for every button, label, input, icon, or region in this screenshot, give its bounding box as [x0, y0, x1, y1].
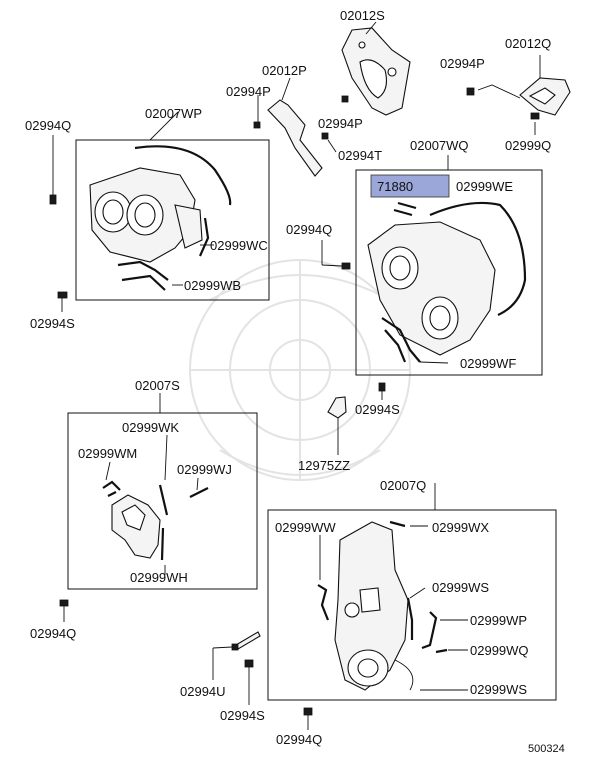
label-02994Q-bl: 02994Q [30, 626, 76, 641]
label-02007WP: 02007WP [145, 106, 202, 121]
cover-02007S[interactable] [111, 494, 161, 559]
label-02994S-bot: 02994S [220, 708, 265, 723]
gasket-02999WB[interactable] [117, 260, 169, 291]
clip-12975ZZ[interactable] [327, 396, 347, 455]
bracket-02012P[interactable] [267, 99, 323, 177]
gasket-02999WH[interactable] [160, 527, 165, 561]
gasket-02007WP[interactable] [134, 145, 232, 206]
gasket-02999WE[interactable] [429, 201, 527, 317]
label-02994S-mid: 02994S [355, 402, 400, 417]
seal-02999Q[interactable] [530, 112, 540, 120]
label-02999WP: 02999WP [470, 613, 527, 628]
label-02999Q: 02999Q [505, 138, 551, 153]
seal-71880[interactable] [393, 201, 417, 217]
label-02999WJ: 02999WJ [177, 462, 232, 477]
gasket-02999WW[interactable] [317, 584, 330, 621]
label-02999WB: 02999WB [184, 278, 241, 293]
bolt-02994S-bot[interactable] [244, 659, 254, 705]
bolt-02994P-a[interactable] [341, 95, 349, 103]
box-lower-left [67, 412, 258, 590]
label-12975ZZ: 12975ZZ [298, 458, 350, 473]
label-02994Q-left: 02994Q [25, 118, 71, 133]
gasket-02999WC[interactable] [198, 217, 210, 257]
label-02994S-left: 02994S [30, 316, 75, 331]
label-02994P-top: 02994P [440, 56, 485, 71]
gasket-02999WM[interactable] [102, 480, 121, 497]
bolt-02994T[interactable] [321, 132, 337, 153]
gasket-02999WS-b[interactable] [394, 659, 414, 691]
gasket-02999WQ[interactable] [435, 648, 448, 654]
label-71880: 71880 [377, 179, 413, 194]
label-02999WK: 02999WK [122, 420, 179, 435]
label-02999WX: 02999WX [432, 520, 489, 535]
timing-cover-02007WP[interactable] [89, 167, 203, 263]
label-02994P-a: 02994P [318, 116, 363, 131]
diagram-reference-number: 500324 [528, 743, 565, 755]
gasket-02999WS-a[interactable] [406, 597, 414, 640]
bolt-02994U[interactable] [212, 631, 261, 680]
bolt-02994S-left[interactable] [57, 291, 68, 312]
gasket-02999WF[interactable] [381, 317, 421, 363]
gasket-02999WJ[interactable] [189, 487, 209, 498]
label-02994Q-mid: 02994Q [286, 222, 332, 237]
bolt-02994Q-bl[interactable] [59, 599, 69, 622]
cover-02007Q[interactable] [334, 521, 409, 691]
gasket-02999WP[interactable] [421, 611, 438, 650]
label-02999WC: 02999WC [210, 238, 268, 253]
label-02007Q: 02007Q [380, 478, 426, 493]
box-lower-right [267, 509, 557, 701]
label-02999WQ: 02999WQ [470, 643, 529, 658]
label-02994Q-bot: 02994Q [276, 732, 322, 747]
bolt-02994Q-mid[interactable] [321, 240, 351, 270]
gasket-02999WX[interactable] [389, 520, 406, 528]
label-02994T: 02994T [338, 148, 382, 163]
label-02999WW: 02999WW [275, 520, 336, 535]
part-71880-highlight[interactable] [370, 174, 450, 198]
bolt-02994Q-bot[interactable] [303, 707, 313, 730]
bolt-02994Q-left[interactable] [49, 135, 57, 205]
watermark-emblem [189, 259, 411, 481]
label-02999WS-a: 02999WS [432, 580, 489, 595]
bracket-02012S[interactable] [341, 27, 411, 116]
timing-cover-02007WQ[interactable] [367, 221, 496, 356]
label-02999WH: 02999WH [130, 570, 188, 585]
box-rear-cover [355, 169, 543, 376]
label-02012P: 02012P [262, 63, 307, 78]
bolt-02994S-mid[interactable] [378, 382, 386, 400]
label-02012Q: 02012Q [505, 36, 551, 51]
label-02007S: 02007S [135, 378, 180, 393]
bolt-02994P-top[interactable] [466, 87, 475, 96]
bolt-02994P-b[interactable] [253, 121, 261, 129]
label-02994U: 02994U [180, 684, 226, 699]
label-02012S: 02012S [340, 8, 385, 23]
label-02994P-b: 02994P [226, 84, 271, 99]
box-front-cover-upper [75, 139, 270, 301]
label-02999WS-b: 02999WS [470, 682, 527, 697]
label-02999WF: 02999WF [460, 356, 516, 371]
bracket-02012Q[interactable] [519, 77, 571, 116]
label-02999WE: 02999WE [456, 179, 513, 194]
gasket-02999WK[interactable] [158, 484, 169, 516]
label-02999WM: 02999WM [78, 446, 137, 461]
label-02007WQ: 02007WQ [410, 138, 469, 153]
